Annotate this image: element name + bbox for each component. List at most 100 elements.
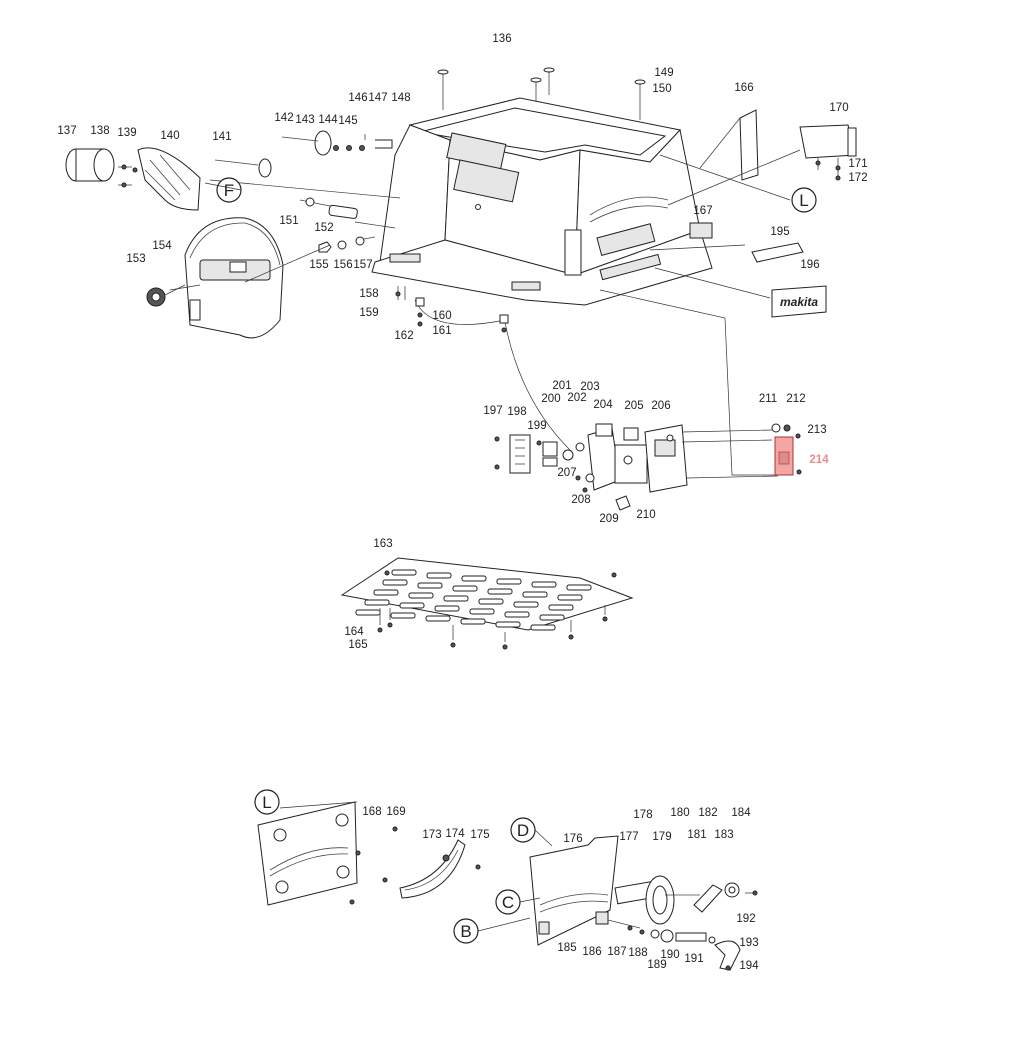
part-label-136: 136 (492, 33, 511, 45)
part-label-174: 174 (445, 828, 465, 840)
part-label-157: 157 (353, 259, 372, 271)
part-label-178: 178 (633, 809, 652, 821)
part-label-141: 141 (212, 131, 231, 143)
part-label-164: 164 (344, 626, 364, 638)
part-label-207: 207 (557, 467, 576, 479)
part-label-145: 145 (338, 115, 357, 127)
part-label-190: 190 (660, 949, 679, 961)
part-label-146: 146 (348, 92, 367, 104)
part-label-140: 140 (160, 130, 179, 142)
part-label-214: 214 (809, 454, 829, 466)
part-label-213: 213 (807, 424, 826, 436)
svg-text:F: F (224, 181, 234, 200)
left-assembly (65, 130, 393, 339)
part-label-142: 142 (274, 112, 293, 124)
part-label-195: 195 (770, 226, 789, 238)
part-label-182: 182 (698, 807, 717, 819)
part-label-165: 165 (348, 639, 367, 651)
part-label-199: 199 (527, 420, 546, 432)
part-label-191: 191 (684, 953, 703, 965)
svg-text:C: C (502, 893, 514, 912)
switch-assembly (494, 423, 802, 511)
brand-plate-text: makita (780, 295, 818, 309)
part-label-158: 158 (359, 288, 378, 300)
part-label-139: 139 (117, 127, 136, 139)
part-label-188: 188 (628, 947, 647, 959)
part-label-204: 204 (593, 399, 613, 411)
part-label-162: 162 (394, 330, 413, 342)
part-label-155: 155 (309, 259, 328, 271)
part-label-144: 144 (318, 114, 338, 126)
part-label-149: 149 (654, 67, 673, 79)
leader-lines-upper (169, 117, 801, 476)
part-label-202: 202 (567, 392, 586, 404)
callout-l-bottom: L (254, 789, 280, 815)
part-label-201: 201 (552, 380, 571, 392)
part-label-193: 193 (739, 937, 758, 949)
lower-gear-assembly (529, 835, 758, 971)
part-label-163: 163 (373, 538, 392, 550)
bottom-plate-163 (340, 557, 634, 650)
part-label-170: 170 (829, 102, 848, 114)
callout-circles: F L L D C B (204, 177, 817, 944)
base-hardware (395, 286, 509, 333)
part-label-198: 198 (507, 406, 526, 418)
part-label-210: 210 (636, 509, 655, 521)
part-label-138: 138 (90, 125, 109, 137)
part-label-184: 184 (731, 807, 751, 819)
part-label-143: 143 (295, 114, 314, 126)
stand-base-136 (371, 97, 713, 306)
part-label-197: 197 (483, 405, 502, 417)
svg-text:D: D (517, 821, 529, 840)
part-label-166: 166 (734, 82, 753, 94)
part-label-211: 211 (759, 393, 777, 405)
part-label-150: 150 (652, 83, 671, 95)
part-label-137: 137 (57, 125, 76, 137)
part-label-173: 173 (422, 829, 441, 841)
callout-f: F (216, 177, 242, 203)
part-label-160: 160 (432, 310, 451, 322)
part-label-186: 186 (582, 946, 601, 958)
part-label-189: 189 (647, 959, 666, 971)
part-label-187: 187 (607, 946, 626, 958)
part-label-167: 167 (693, 205, 712, 217)
svg-text:B: B (460, 922, 471, 941)
part-label-156: 156 (333, 259, 352, 271)
callout-l-top: L (791, 187, 817, 213)
part-label-192: 192 (736, 913, 755, 925)
part-label-181: 181 (687, 829, 706, 841)
top-bolts (437, 67, 646, 120)
part-label-151: 151 (279, 215, 298, 227)
part-label-212: 212 (786, 393, 805, 405)
right-side-parts: makita (689, 109, 857, 318)
part-label-171: 171 (848, 158, 867, 170)
part-label-159: 159 (359, 307, 378, 319)
part-label-148: 148 (391, 92, 410, 104)
svg-text:L: L (262, 793, 271, 812)
part-label-176: 176 (563, 833, 582, 845)
part-label-185: 185 (557, 942, 576, 954)
lower-bracket-assembly (257, 801, 481, 906)
callout-b: B (453, 918, 479, 944)
part-label-179: 179 (652, 831, 671, 843)
callout-c: C (495, 889, 521, 915)
part-label-161: 161 (432, 325, 451, 337)
part-label-183: 183 (714, 829, 733, 841)
part-label-194: 194 (739, 960, 759, 972)
part-label-208: 208 (571, 494, 590, 506)
part-label-168: 168 (362, 806, 381, 818)
part-label-169: 169 (386, 806, 405, 818)
part-label-203: 203 (580, 381, 599, 393)
part-label-175: 175 (470, 829, 489, 841)
svg-text:L: L (799, 191, 808, 210)
part-label-200: 200 (541, 393, 560, 405)
part-label-147: 147 (368, 92, 387, 104)
part-label-177: 177 (619, 831, 638, 843)
part-label-206: 206 (651, 400, 670, 412)
part-label-180: 180 (670, 807, 689, 819)
part-label-172: 172 (848, 172, 867, 184)
part-label-154: 154 (152, 240, 172, 252)
